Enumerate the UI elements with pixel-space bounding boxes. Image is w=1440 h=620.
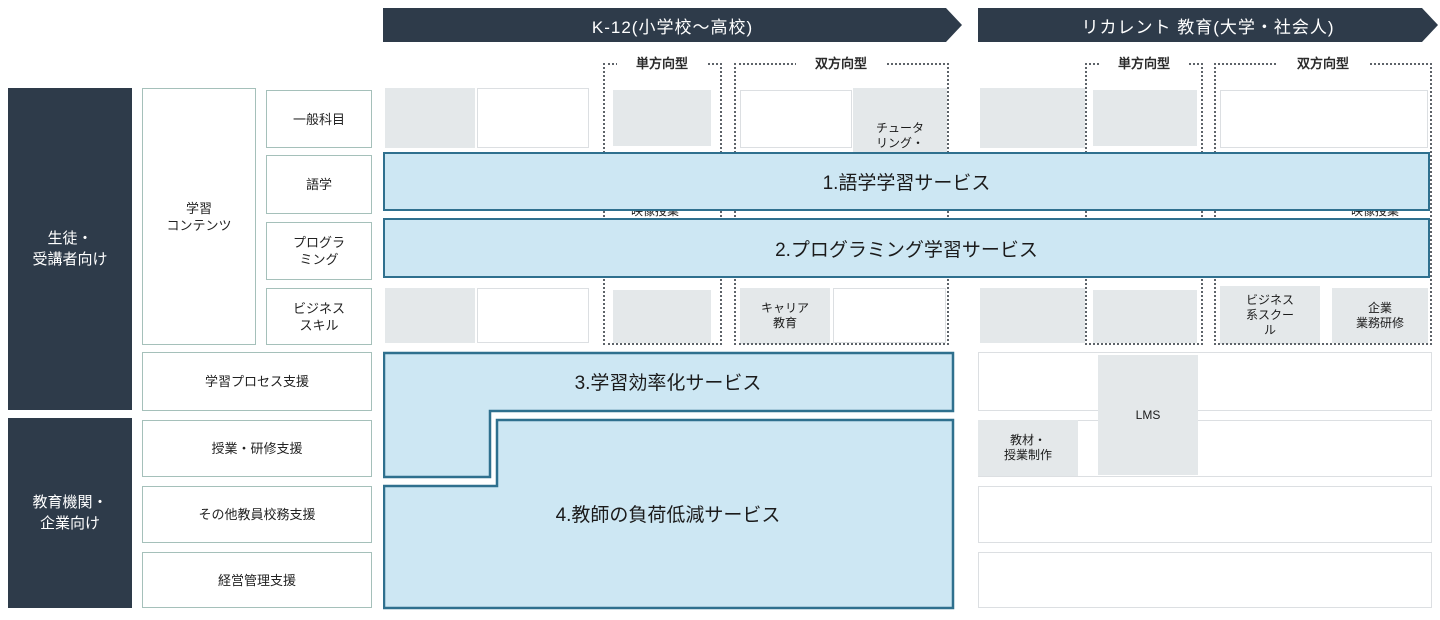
recurrent-bizskill-gray-cell bbox=[980, 288, 1085, 343]
recurrent-one-way-label: 単方向型 bbox=[1099, 55, 1189, 72]
service-4-teacher-load-reduction-label: 4.教師の負荷低減サービス bbox=[555, 504, 781, 526]
k12-general-white-cell bbox=[477, 88, 589, 148]
subcategory-general: 一般科目 bbox=[266, 90, 372, 148]
recurrent-bizskill-oneway-gray-cell bbox=[1093, 290, 1197, 343]
lms-cell: LMS bbox=[1098, 355, 1198, 475]
recurrent-general-gray-cell bbox=[980, 88, 1085, 148]
k12-bizskill-gray-cell bbox=[385, 288, 475, 343]
audience-institutions: 教育機関・ 企業向け bbox=[8, 418, 132, 608]
service-3-4-shapes bbox=[383, 351, 955, 610]
service-4-shape bbox=[383, 418, 955, 610]
service-3-learning-efficiency-label: 3.学習効率化サービス bbox=[574, 372, 762, 394]
category-learning-content: 学習 コンテンツ bbox=[142, 88, 256, 345]
business-school-label: ビジネス 系スクー ル bbox=[1245, 292, 1294, 337]
service-2-programming-learning-bar: 2.プログラミング学習サービス bbox=[383, 218, 1430, 278]
subcategory-language: 語学 bbox=[266, 155, 372, 214]
k12-two-way-label: 双方向型 bbox=[796, 55, 886, 72]
service-2-label: 2.プログラミング学習サービス bbox=[775, 239, 1038, 261]
k12-one-way-label: 単方向型 bbox=[617, 55, 707, 72]
materials-creation-label: 教材・ 授業制作 bbox=[1003, 433, 1052, 462]
k12-general-oneway-gray-cell bbox=[613, 90, 711, 146]
service-1-language-learning-bar: 1.語学学習サービス bbox=[383, 152, 1430, 211]
service-3-shape bbox=[383, 351, 955, 479]
k12-general-gray-cell bbox=[385, 88, 475, 148]
corporate-training-label: 企業 業務研修 bbox=[1355, 300, 1404, 330]
materials-creation-cell: 教材・ 授業制作 bbox=[978, 420, 1078, 476]
audience-institutions-label: 教育機関・ 企業向け bbox=[32, 494, 108, 532]
business-school-cell: ビジネス 系スクー ル bbox=[1220, 286, 1320, 344]
subcategory-programming: プログラ ミング bbox=[266, 222, 372, 280]
recurrent-two-way-label: 双方向型 bbox=[1278, 55, 1368, 72]
k12-career-education-cell: キャリア 教育 bbox=[740, 288, 830, 344]
lms-label: LMS bbox=[1135, 407, 1161, 422]
header-k12: K-12(小学校〜高校) bbox=[383, 8, 962, 42]
k12-bizskill-twoway-white-cell bbox=[833, 288, 946, 343]
row-management: 経営管理支援 bbox=[142, 552, 372, 608]
subcategory-business-skill: ビジネス スキル bbox=[266, 288, 372, 345]
career-education-label: キャリア 教育 bbox=[760, 301, 809, 330]
row-other-school-affairs: その他教員校務支援 bbox=[142, 486, 372, 543]
recurrent-management-rowbox bbox=[978, 552, 1432, 608]
service-1-label: 1.語学学習サービス bbox=[822, 173, 991, 194]
row-learning-process: 学習プロセス支援 bbox=[142, 352, 372, 411]
k12-general-twoway-white-cell bbox=[740, 90, 852, 148]
k12-bizskill-white-cell bbox=[477, 288, 589, 343]
recurrent-other-affairs-rowbox bbox=[978, 486, 1432, 543]
recurrent-general-twoway-white-cell bbox=[1220, 90, 1428, 148]
tutoring-cell-label: チュータ リング・ bbox=[875, 121, 924, 150]
header-k12-label: K-12(小学校〜高校) bbox=[591, 17, 754, 37]
k12-tutoring-cell: チュータ リング・ bbox=[853, 88, 947, 152]
audience-students: 生徒・ 受講者向け bbox=[8, 88, 132, 410]
corporate-training-cell: 企業 業務研修 bbox=[1332, 288, 1428, 343]
recurrent-learning-process-rowbox bbox=[978, 352, 1432, 411]
header-recurrent: リカレント 教育(大学・社会人) bbox=[978, 8, 1438, 42]
header-recurrent-label: リカレント 教育(大学・社会人) bbox=[1081, 17, 1335, 37]
audience-students-label: 生徒・ 受講者向け bbox=[32, 230, 108, 268]
k12-bizskill-oneway-gray-cell bbox=[613, 290, 711, 343]
recurrent-general-oneway-gray-cell bbox=[1093, 90, 1197, 146]
row-class-training: 授業・研修支援 bbox=[142, 420, 372, 477]
